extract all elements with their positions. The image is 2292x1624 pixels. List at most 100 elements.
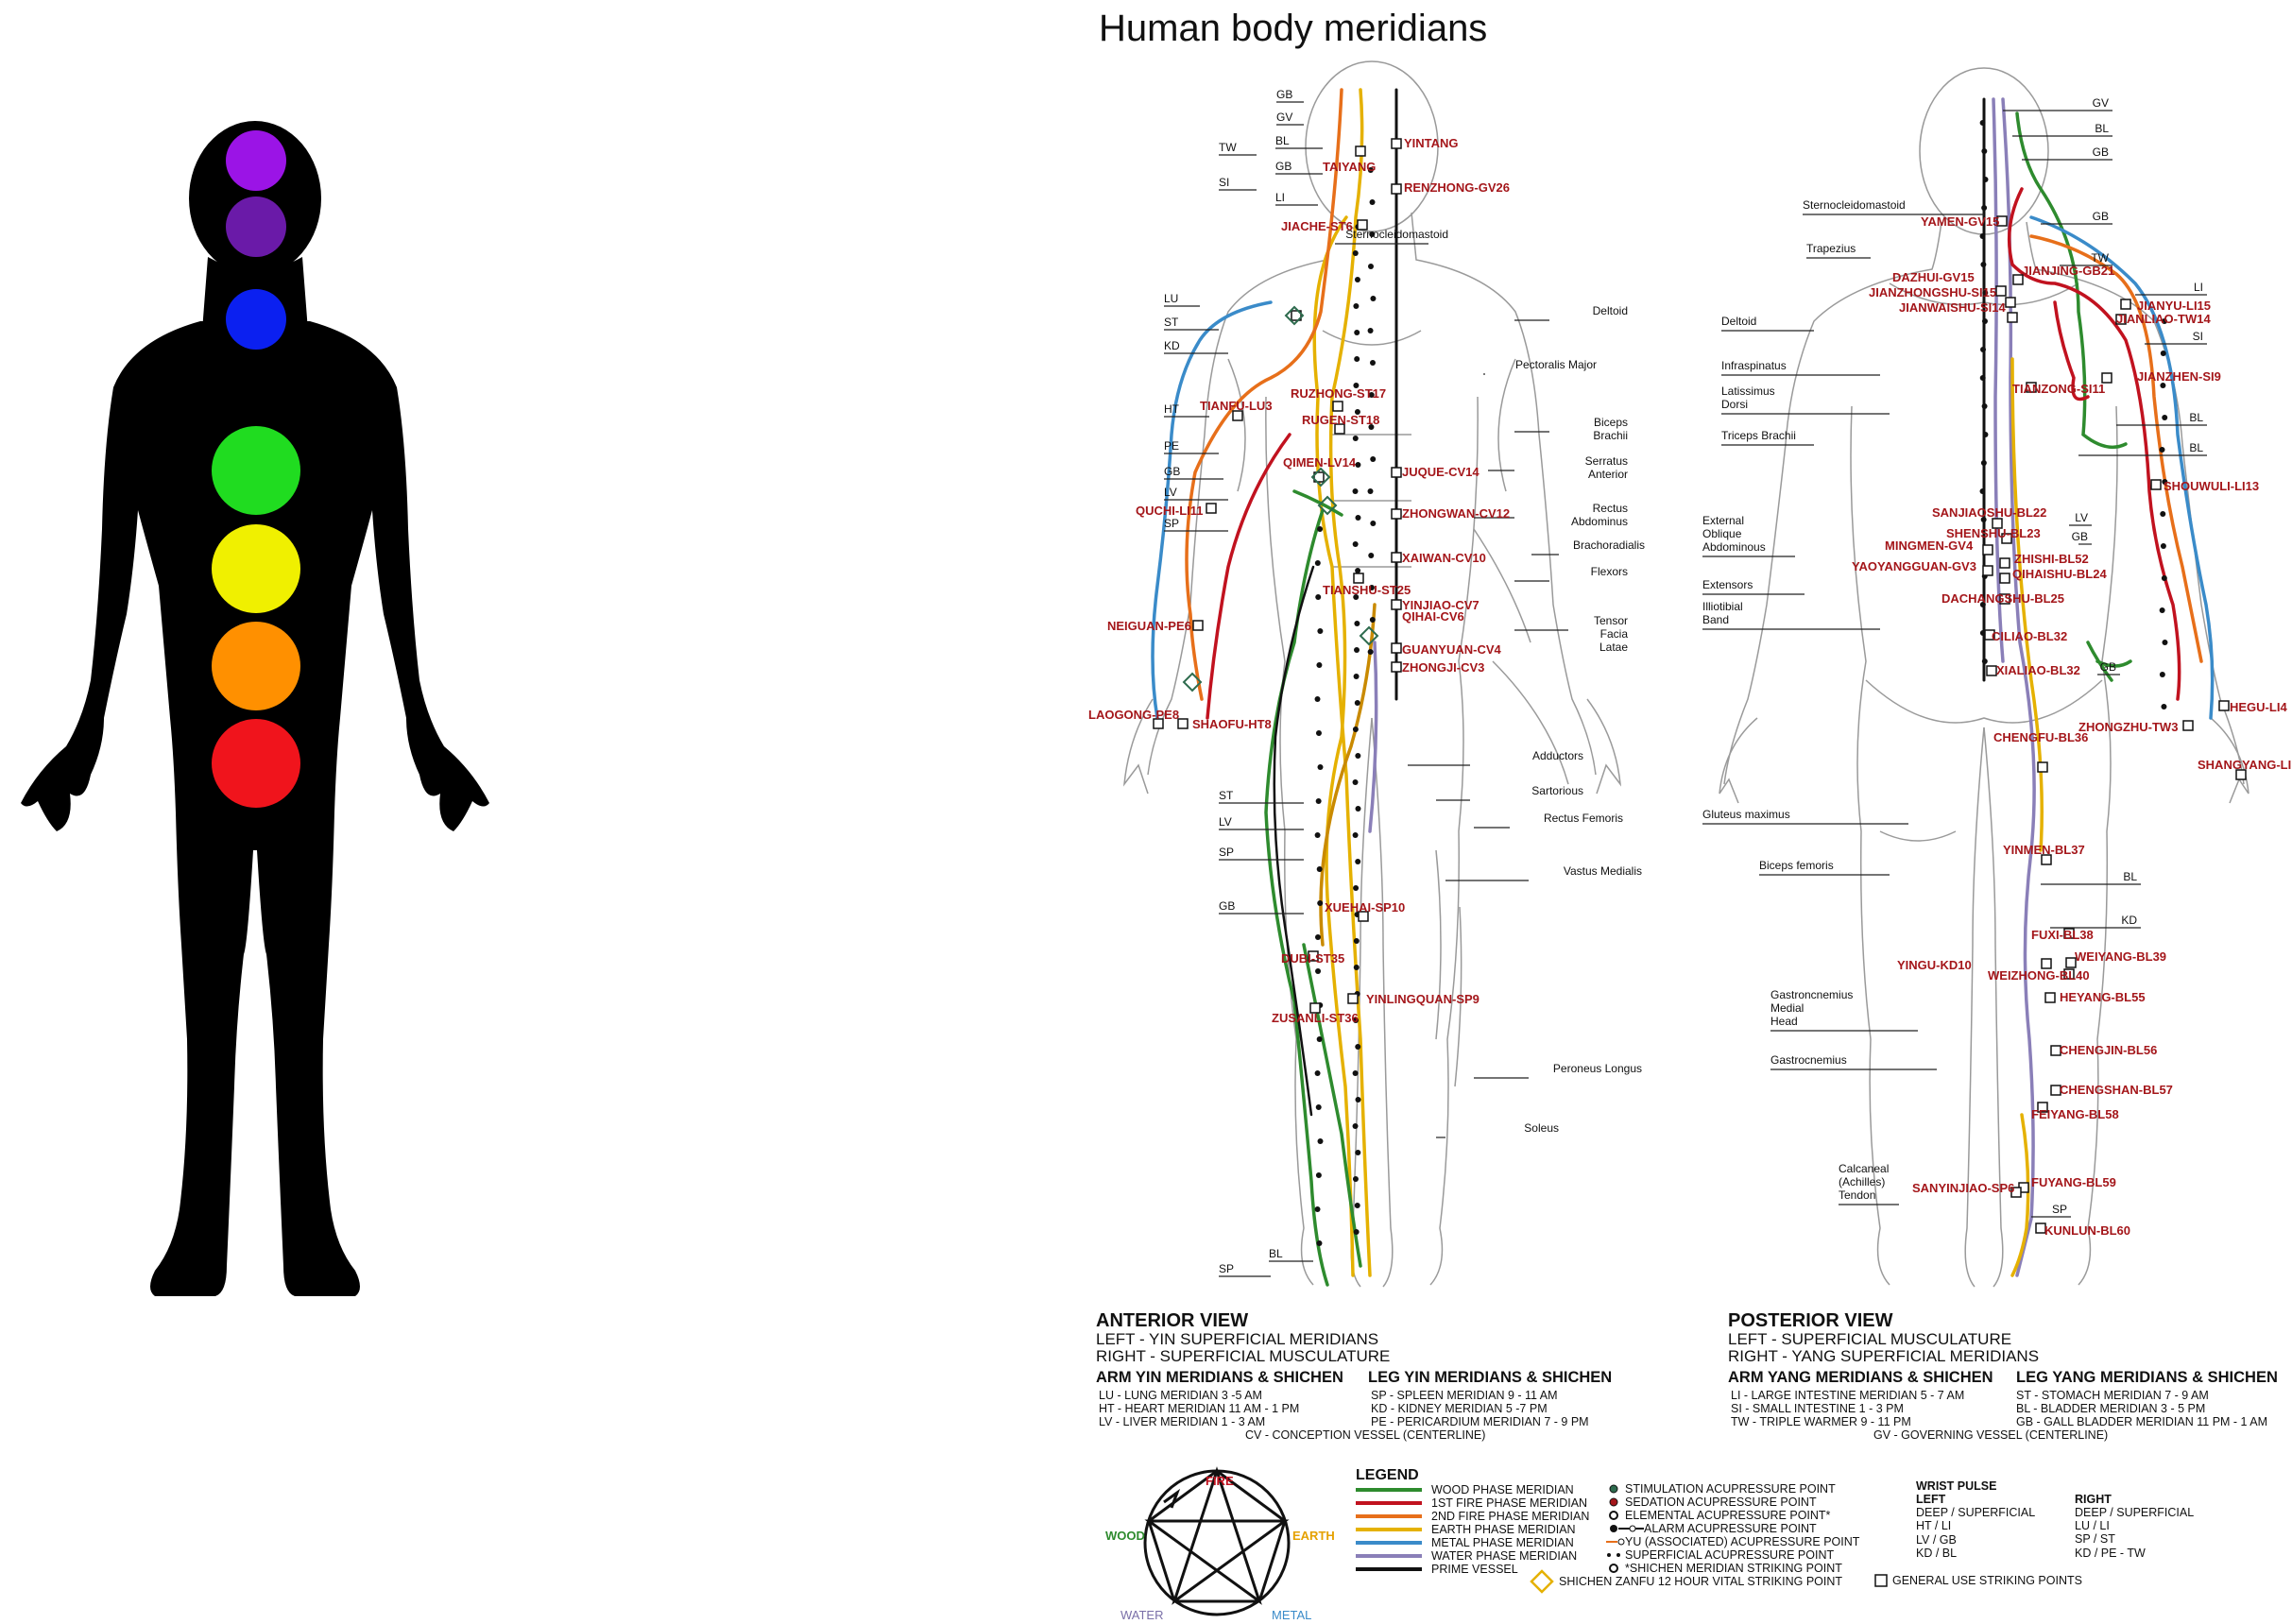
point-label: RUGEN-ST18	[1302, 413, 1379, 427]
meridian-label: GB	[2072, 530, 2088, 543]
point-dot	[1368, 488, 1374, 494]
muscle-label: Sartorious	[1531, 784, 1583, 797]
point-marker	[1333, 402, 1343, 411]
point-label: YINMEN-BL37	[2003, 843, 2085, 857]
point-dot	[1980, 120, 1986, 126]
point-dot	[1315, 594, 1321, 600]
point-dot	[1355, 1097, 1360, 1103]
point-dot	[1316, 730, 1322, 736]
meridian-label: GV	[1276, 111, 1292, 124]
point-label: YAOYANGGUAN-GV3	[1852, 559, 1976, 573]
chakra-circle	[212, 622, 300, 710]
point-label: DAZHUI-GV15	[1892, 270, 1975, 284]
point-label: TIANSHU-ST25	[1323, 583, 1411, 597]
arm-yang-item: LI - LARGE INTESTINE MERIDIAN 5 - 7 AM	[1731, 1389, 1964, 1402]
point-label: JIANZHEN-SI9	[2137, 369, 2221, 384]
point-label: QIHAI-CV6	[1402, 609, 1464, 624]
point-label: KUNLUN-BL60	[2044, 1223, 2130, 1238]
muscle-label: (Achilles)	[1839, 1175, 1885, 1188]
point-dot	[1354, 330, 1360, 335]
point-dot	[1353, 832, 1359, 838]
legend-swatch	[1356, 1541, 1422, 1545]
muscle-label: Head	[1770, 1015, 1798, 1028]
point-dot	[1317, 1036, 1323, 1042]
point-dot	[1370, 296, 1376, 301]
muscle-label: Biceps	[1594, 416, 1628, 429]
legend-meridian-row: WATER PHASE MERIDIAN	[1356, 1549, 1577, 1563]
point-marker	[1987, 666, 1996, 675]
meridian-label: GB	[1219, 899, 1235, 913]
point-dot	[1980, 488, 1986, 494]
anterior-view-line2: RIGHT - SUPERFICIAL MUSCULATURE	[1096, 1348, 1390, 1365]
point-dot	[1317, 1138, 1323, 1144]
meridian-label: LU	[1164, 292, 1178, 305]
point-label: ZHONGWAN-CV12	[1402, 506, 1510, 521]
legend-swatch	[1356, 1488, 1422, 1492]
muscle-label: Illiotibial	[1702, 600, 1743, 613]
point-marker	[1392, 643, 1401, 653]
point-label: JUQUE-CV14	[1402, 465, 1480, 479]
meridian-label: SP	[2052, 1203, 2067, 1216]
legend-meridian-label: 1ST FIRE PHASE MERIDIAN	[1431, 1496, 1587, 1510]
point-marker	[1356, 146, 1365, 156]
point-marker	[1392, 184, 1401, 194]
point-dot	[1353, 885, 1359, 891]
point-label: CHENGSHAN-BL57	[2060, 1083, 2173, 1097]
arm-yang-item: SI - SMALL INTESTINE 1 - 3 PM	[1731, 1402, 1964, 1415]
muscle-label: Soleus	[1524, 1121, 1559, 1135]
arm-yin-item: LU - LUNG MERIDIAN 3 -5 AM	[1099, 1389, 1299, 1402]
point-label: WEIYANG-BL39	[2075, 949, 2166, 964]
point-label: JIANLIAO-TW14	[2116, 312, 2211, 326]
meridian-label: GB	[2093, 145, 2109, 159]
metal-label: METAL	[1272, 1608, 1311, 1622]
point-dot	[1353, 727, 1359, 732]
point-label: FUYANG-BL59	[2031, 1175, 2116, 1189]
muscle-label: Latissimus	[1721, 385, 1775, 398]
point-dot	[1316, 1104, 1322, 1110]
point-dot	[1368, 649, 1374, 655]
chakra-circle	[226, 197, 286, 257]
point-dot	[1316, 1240, 1322, 1246]
meridian-label: LI	[1275, 191, 1285, 204]
legend-meridian-row: METAL PHASE MERIDIAN	[1356, 1536, 1574, 1549]
wrist-pulse-right: RIGHT DEEP / SUPERFICIAL LU / LI SP / ST…	[2075, 1493, 2194, 1560]
point-dot	[1981, 460, 1987, 466]
arm-yin-item: HT - HEART MERIDIAN 11 AM - 1 PM	[1099, 1402, 1299, 1415]
muscle-label: Anterior	[1588, 468, 1628, 481]
point-dot	[1316, 1172, 1322, 1178]
point-dot	[1982, 432, 1988, 437]
point-dot	[1982, 318, 1988, 324]
legend-swatch	[1356, 1501, 1422, 1505]
leg-yin-heading: LEG YIN MERIDIANS & SHICHEN	[1368, 1369, 1612, 1387]
point-label: RUZHONG-ST17	[1291, 386, 1386, 401]
five-elements-diagram: FIRE EARTH METAL WATER WOOD	[1105, 1471, 1335, 1622]
meridian-label: LV	[1219, 815, 1232, 829]
legend-meridian-label: WOOD PHASE MERIDIAN	[1431, 1483, 1574, 1496]
point-dot	[1980, 233, 1986, 239]
muscle-label: Calcaneal	[1839, 1162, 1889, 1175]
muscle-label: Flexors	[1591, 565, 1628, 578]
meridian-label: SI	[1219, 176, 1229, 189]
muscle-label: Medial	[1770, 1001, 1804, 1015]
wrist-pulse-title: WRIST PULSE	[1916, 1479, 1996, 1493]
point-label: QIMEN-LV14	[1283, 455, 1357, 470]
meridian-label: BL	[1269, 1247, 1283, 1260]
general-striking-points: GENERAL USE STRIKING POINTS	[1892, 1574, 2082, 1587]
wrist-pulse-right-head: RIGHT	[2075, 1493, 2112, 1506]
point-dot	[1982, 403, 1988, 409]
point-dot	[1354, 621, 1360, 626]
chakra-circle	[226, 130, 286, 191]
point-dot	[1316, 798, 1322, 804]
legend-point-item: SHICHEN ZANFU 12 HOUR VITAL STRIKING POI…	[1559, 1575, 1859, 1588]
point-dot	[1980, 375, 1986, 381]
legend-swatch	[1356, 1567, 1422, 1571]
legend-point-item: ELEMENTAL ACUPRESSURE POINT*	[1625, 1509, 1859, 1522]
posterior-view-line1: LEFT - SUPERFICIAL MUSCULATURE	[1728, 1331, 2039, 1348]
muscle-label: Biceps femoris	[1759, 859, 1834, 872]
legend-point-item: *SHICHEN MERIDIAN STRIKING POINT	[1625, 1562, 1859, 1575]
legend-swatch	[1356, 1554, 1422, 1558]
muscle-label: Brachoradialis	[1573, 538, 1645, 552]
point-dot	[1315, 696, 1321, 702]
point-dot	[1370, 521, 1376, 526]
point-marker	[1983, 545, 1993, 555]
